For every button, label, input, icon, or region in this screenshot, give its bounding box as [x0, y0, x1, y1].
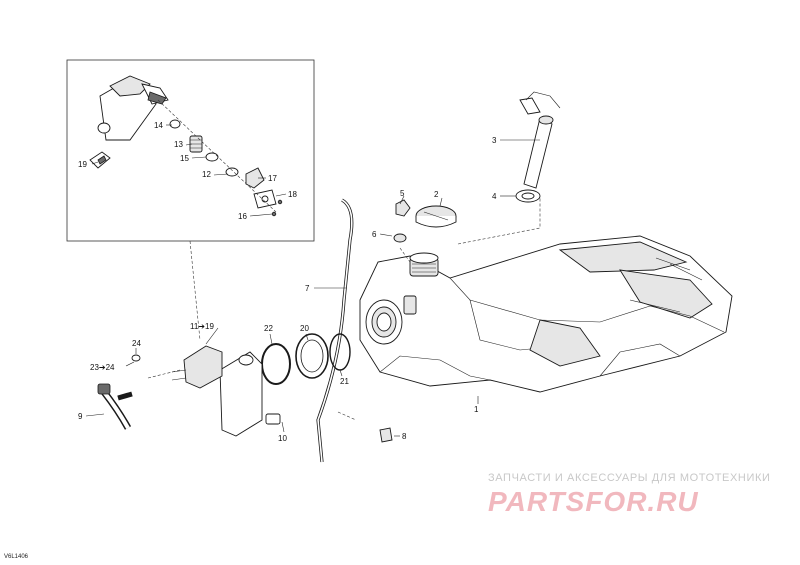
inset-part-19: [89, 151, 111, 169]
fuel-pump-module: [171, 345, 281, 437]
vent-hose: [316, 198, 354, 463]
callout-21: 21: [340, 377, 349, 386]
callout-19: 19: [78, 160, 87, 169]
inset-part-14: [169, 119, 181, 129]
callout-11-19: 11➔19: [190, 322, 214, 331]
pump-locking-ring: [295, 333, 329, 379]
inset-to-pump-link: [189, 240, 201, 341]
callout-18: 18: [288, 190, 297, 199]
callout-7: 7: [305, 284, 310, 293]
sensor-gasket: [515, 189, 541, 203]
hose-clip: [379, 427, 393, 443]
callout-9: 9: [78, 412, 83, 421]
watermark-tagline: ЗАПЧАСТИ И АКСЕССУАРЫ ДЛЯ МОТОТЕХНИКИ: [488, 472, 771, 484]
callout-5: 5: [400, 189, 405, 198]
callout-20: 20: [300, 324, 309, 333]
fuel-tank-body: [359, 235, 733, 393]
fuel-cap: [415, 205, 457, 228]
callout-1: 1: [474, 405, 479, 414]
inset-part-12: [225, 167, 239, 177]
inset-part-15: [205, 152, 219, 162]
inset-part-16: [271, 199, 283, 217]
callout-3: 3: [492, 136, 497, 145]
inset-part-17: [245, 167, 265, 189]
callout-24: 24: [132, 339, 141, 348]
tank-filler-neck: [409, 252, 439, 277]
callout-17: 17: [268, 174, 277, 183]
tank-pump-opening: [365, 299, 403, 345]
clip-24: [131, 354, 141, 362]
callout-15: 15: [180, 154, 189, 163]
inset-part-18: [253, 189, 277, 209]
callout-13: 13: [174, 140, 183, 149]
callout-23-24: 23➔24: [90, 363, 115, 372]
callout-2: 2: [434, 190, 439, 199]
inset-assembly-axis: [157, 99, 277, 213]
leader-lines: [85, 124, 541, 437]
callout-4: 4: [492, 192, 497, 201]
callout-12: 12: [202, 170, 211, 179]
callout-10: 10: [278, 434, 287, 443]
callout-16: 16: [238, 212, 247, 221]
fuel-level-sensor: [519, 91, 561, 189]
callout-22: 22: [264, 324, 273, 333]
inset-pump-housing: [97, 75, 169, 141]
drawing-code: V6L1406: [4, 554, 29, 560]
vent-grommet: [393, 233, 407, 243]
callout-14: 14: [154, 121, 163, 130]
vent-valve: [395, 199, 411, 217]
tank-vent-fitting: [403, 295, 417, 315]
pump-clamp: [261, 343, 291, 385]
callout-6: 6: [372, 230, 377, 239]
vent-hose-inner: [317, 199, 353, 463]
watermark-logo: PARTSFOR.RU: [488, 486, 699, 517]
callout-8: 8: [402, 432, 407, 441]
detail-inset-frame: [66, 59, 315, 242]
fuel-line: [97, 383, 133, 430]
